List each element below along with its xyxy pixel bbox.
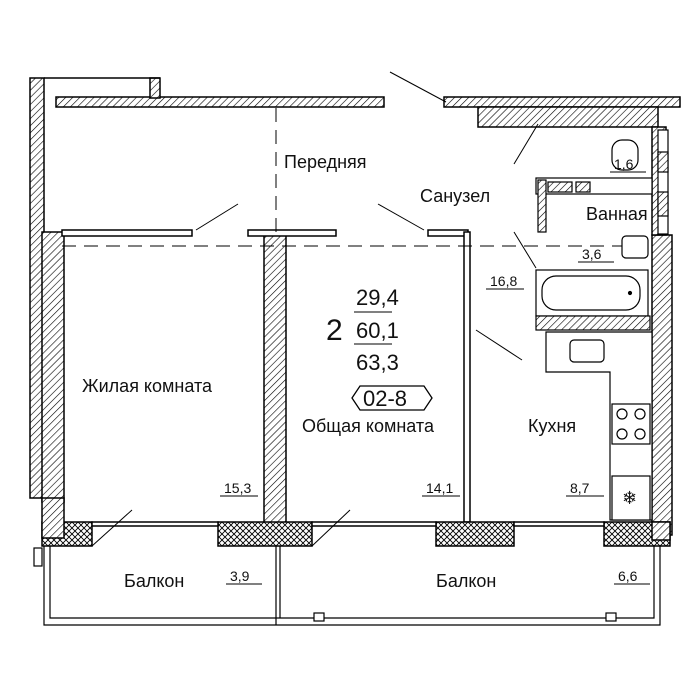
area-balcony-left: 3,9 bbox=[230, 568, 250, 584]
balcony bbox=[33, 546, 661, 626]
area-bath: 3,6 bbox=[582, 246, 602, 262]
wall-right-outer bbox=[651, 234, 673, 536]
toilet-icon bbox=[611, 139, 639, 171]
area-living: 15,3 bbox=[224, 480, 251, 496]
wall-top-left bbox=[55, 96, 385, 108]
wall-common-kitchen bbox=[463, 231, 471, 523]
wall-top-left-notch bbox=[149, 77, 161, 99]
fridge-icon bbox=[611, 475, 651, 521]
area-total: 60,1 bbox=[356, 318, 399, 343]
annotation-lines bbox=[41, 71, 652, 547]
area-hall: 16,8 bbox=[490, 273, 517, 289]
kitchen-fixtures bbox=[545, 331, 653, 521]
area-values: 1,6 3,6 16,8 15,3 14,1 8,7 3,9 6,6 bbox=[224, 156, 638, 584]
room-labels: Передняя Санузел Ванная Жилая комната Об… bbox=[82, 152, 648, 591]
wall-living-common bbox=[263, 231, 287, 538]
label-hallway: Передняя bbox=[284, 152, 367, 172]
label-bathroom: Ванная bbox=[586, 204, 648, 224]
stove-icon bbox=[611, 403, 651, 445]
area-kitchen: 8,7 bbox=[570, 480, 590, 496]
area-balcony-right: 6,6 bbox=[618, 568, 638, 584]
bathroom-fixtures bbox=[535, 129, 669, 331]
label-kitchen: Кухня bbox=[528, 416, 576, 436]
wall-bath-top bbox=[477, 106, 659, 128]
wall-top-right bbox=[443, 96, 681, 108]
walls bbox=[29, 77, 681, 547]
apartment-legend: 2 29,4 60,1 63,3 02-8 bbox=[326, 285, 433, 411]
label-common-room: Общая комната bbox=[302, 416, 435, 436]
snowflake-icon: ❄ bbox=[622, 488, 637, 508]
area-common: 14,1 bbox=[426, 480, 453, 496]
wall-bottom-2 bbox=[217, 521, 313, 547]
area-with-balconies: 63,3 bbox=[356, 350, 399, 375]
rooms-count: 2 bbox=[326, 314, 343, 347]
label-living-room: Жилая комната bbox=[82, 376, 213, 396]
label-balcony-left: Балкон bbox=[124, 571, 184, 591]
area-living: 29,4 bbox=[356, 285, 399, 310]
sink-icon bbox=[569, 339, 605, 363]
label-bathroom-wc: Санузел bbox=[420, 186, 490, 206]
area-wc: 1,6 bbox=[614, 156, 634, 172]
wall-living-left bbox=[41, 231, 65, 503]
label-balcony-right: Балкон bbox=[436, 571, 496, 591]
wall-bottom-3 bbox=[435, 521, 515, 547]
apartment-code: 02-8 bbox=[363, 386, 407, 411]
